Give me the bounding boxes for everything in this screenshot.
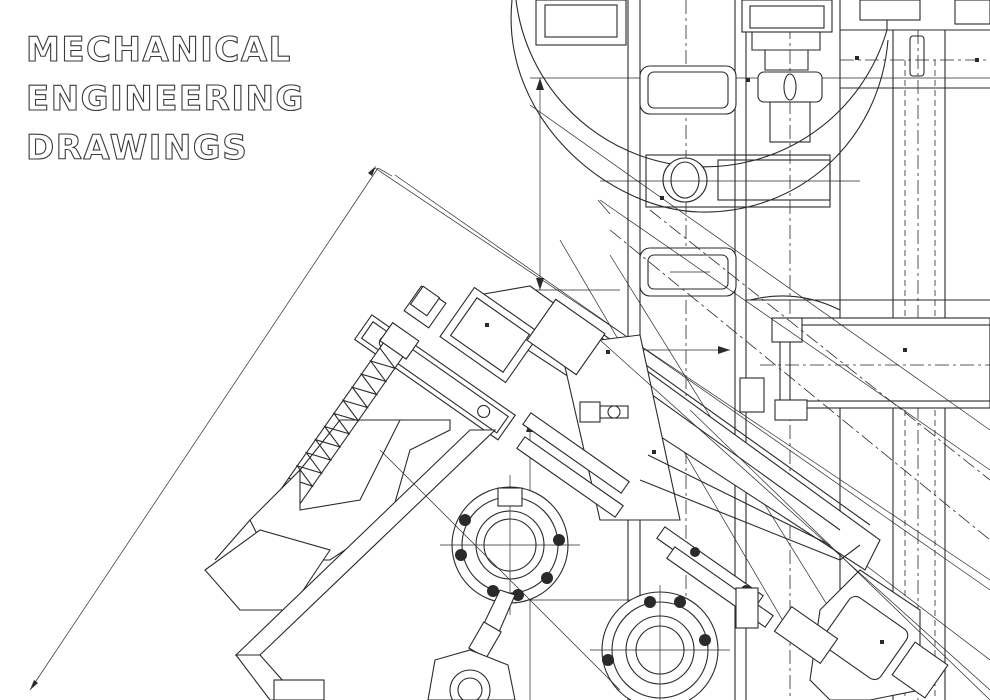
lower-bracket [204, 419, 497, 700]
title-line-2: ENGINEERING [26, 79, 305, 119]
title-line-1: MECHANICAL [26, 30, 292, 70]
inclined-beam [439, 285, 889, 638]
top-bracket-assembly [535, 0, 990, 208]
title-line-3: DRAWINGS [26, 128, 248, 168]
lower-right-housing [735, 569, 949, 700]
connecting-rod [427, 589, 516, 700]
flange-wheel-lower [590, 585, 730, 700]
center-lines [379, 209, 990, 700]
beam-bolt [579, 401, 629, 423]
middle-guide-assembly [639, 247, 990, 421]
title-block: MECHANICAL ENGINEERING DRAWINGS [25, 29, 305, 168]
flange-wheel-upper [440, 475, 580, 615]
